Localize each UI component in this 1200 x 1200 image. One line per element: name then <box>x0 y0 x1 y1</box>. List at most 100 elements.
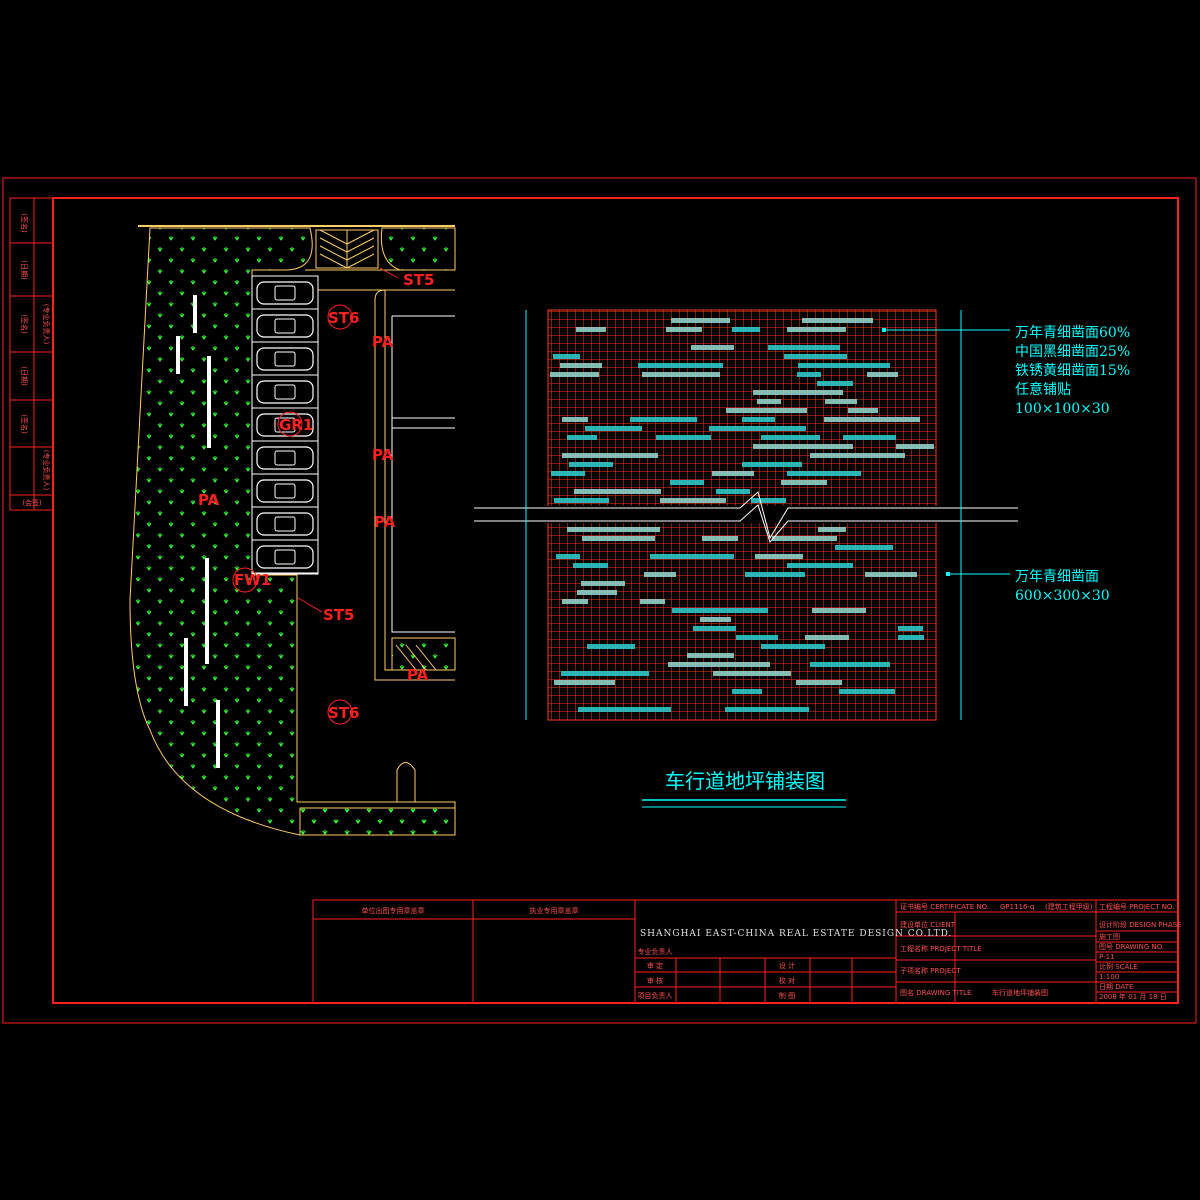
stone-band <box>742 417 775 422</box>
green-area <box>299 807 456 836</box>
car-icon <box>256 512 314 536</box>
stone-band <box>796 680 842 685</box>
paving-note: 中国黑细凿面25% <box>1015 344 1130 360</box>
label-st5: ST5 <box>403 271 434 289</box>
stone-band <box>562 599 588 604</box>
stone-band <box>640 599 665 604</box>
stone-band <box>587 644 635 649</box>
tb-project: 子项名称 PROJECT <box>900 966 961 975</box>
stone-band <box>784 354 847 359</box>
stone-band <box>554 498 609 503</box>
stone-band <box>672 608 768 613</box>
tb-date: 日期 DATE <box>1099 983 1133 991</box>
stone-band <box>560 363 602 368</box>
label-st6: ST6 <box>328 309 359 327</box>
tb-cert-type: (建筑工程甲级) <box>1045 902 1093 911</box>
paving-note: 600×300×30 <box>1015 588 1110 604</box>
stone-band <box>810 453 905 458</box>
car-icon <box>256 545 314 569</box>
label-gr1: GR1 <box>279 416 313 434</box>
stone-band <box>668 662 770 667</box>
stone-band <box>581 581 625 586</box>
label-st5: ST5 <box>323 606 354 624</box>
stone-band <box>745 572 805 577</box>
paving-pattern: 万年青细凿面60% 中国黑细凿面25% 铁锈黄细凿面15% 任意铺贴 100×1… <box>474 309 1130 721</box>
stone-band <box>817 381 853 386</box>
stone-band <box>812 608 866 613</box>
stone-band <box>818 527 846 532</box>
label-pa: PA <box>372 446 394 464</box>
stone-band <box>848 408 878 413</box>
stone-band <box>732 689 762 694</box>
tb-design-phase: 设计阶段 DESIGN PHASE <box>1099 920 1182 929</box>
stamp-label: 执业专用章盖章 <box>530 906 579 915</box>
stone-band <box>839 689 895 694</box>
stone-band <box>736 635 778 640</box>
stone-band <box>671 318 730 323</box>
stone-band <box>709 426 806 431</box>
paving-note: 任意铺贴 <box>1015 381 1071 398</box>
tb-row-label: 专业负责人 <box>638 947 673 956</box>
tb-row-label: 审 核 <box>647 976 663 985</box>
label-pa: PA <box>372 333 394 351</box>
stone-band <box>742 462 802 467</box>
tb-row-label: 设 计 <box>779 961 795 970</box>
paving-note: 万年青细凿面 <box>1015 569 1099 585</box>
car-icon <box>256 314 314 338</box>
label-fw1: FW1 <box>234 571 271 589</box>
stone-band <box>556 554 580 559</box>
stone-band <box>810 662 890 667</box>
stone-band <box>687 653 734 658</box>
stone-band <box>666 327 702 332</box>
green-area <box>380 227 456 271</box>
strip-label: (日期) <box>20 260 28 280</box>
car-icon <box>256 413 314 437</box>
stone-band <box>573 563 608 568</box>
stone-band <box>757 399 781 404</box>
white-markers <box>176 295 220 768</box>
stone-band <box>567 527 660 532</box>
stone-band <box>551 471 585 476</box>
strip-label: (签名) <box>20 213 29 233</box>
car-icon <box>256 446 314 470</box>
stone-band <box>772 536 837 541</box>
stone-band <box>898 635 924 640</box>
stone-band <box>898 626 923 631</box>
stone-band <box>576 327 606 332</box>
stone-band <box>787 471 861 476</box>
label-pa: PA <box>407 666 429 684</box>
stone-band <box>798 363 890 368</box>
stone-band <box>732 327 760 332</box>
stone-band <box>702 536 738 541</box>
tb-project-no: 工程编号 PROJECT NO. <box>1099 902 1174 911</box>
label-st6: ST6 <box>328 704 359 722</box>
car-icon <box>256 380 314 404</box>
tb-drawing-title-label: 图名 DRAWING TITLE <box>900 988 971 997</box>
car-icon <box>256 281 314 305</box>
stone-band <box>753 444 853 449</box>
stone-band <box>650 554 734 559</box>
car-icon <box>256 347 314 371</box>
stone-band <box>577 590 617 595</box>
tb-phase-value: 施工图 <box>1099 932 1120 941</box>
tb-cert-no: GP1116-q <box>1000 903 1034 911</box>
stone-band <box>761 435 820 440</box>
tb-row-label: 制 图 <box>779 991 795 1000</box>
stone-band <box>787 327 846 332</box>
parking-area <box>251 275 319 575</box>
paving-note: 铁锈黄细凿面15% <box>1015 362 1130 379</box>
stone-band <box>585 426 642 431</box>
entrance-herringbone <box>315 229 379 269</box>
tb-cert: 证书编号 CERTIFICATE NO. <box>900 902 989 911</box>
stone-band <box>797 372 821 377</box>
break-line <box>474 491 1018 540</box>
tb-row-label: 项目负责人 <box>638 991 673 1000</box>
stone-band <box>638 363 723 368</box>
stone-band <box>700 617 731 622</box>
stone-band <box>567 435 597 440</box>
stone-band <box>896 444 934 449</box>
site-plan: ST5 ST6 ST6 ST5 PA PA PA PA PA GR1 FW1 <box>129 225 456 836</box>
stone-band <box>574 489 661 494</box>
strip-label: (专业负责人) <box>42 304 51 345</box>
stone-band <box>755 554 803 559</box>
